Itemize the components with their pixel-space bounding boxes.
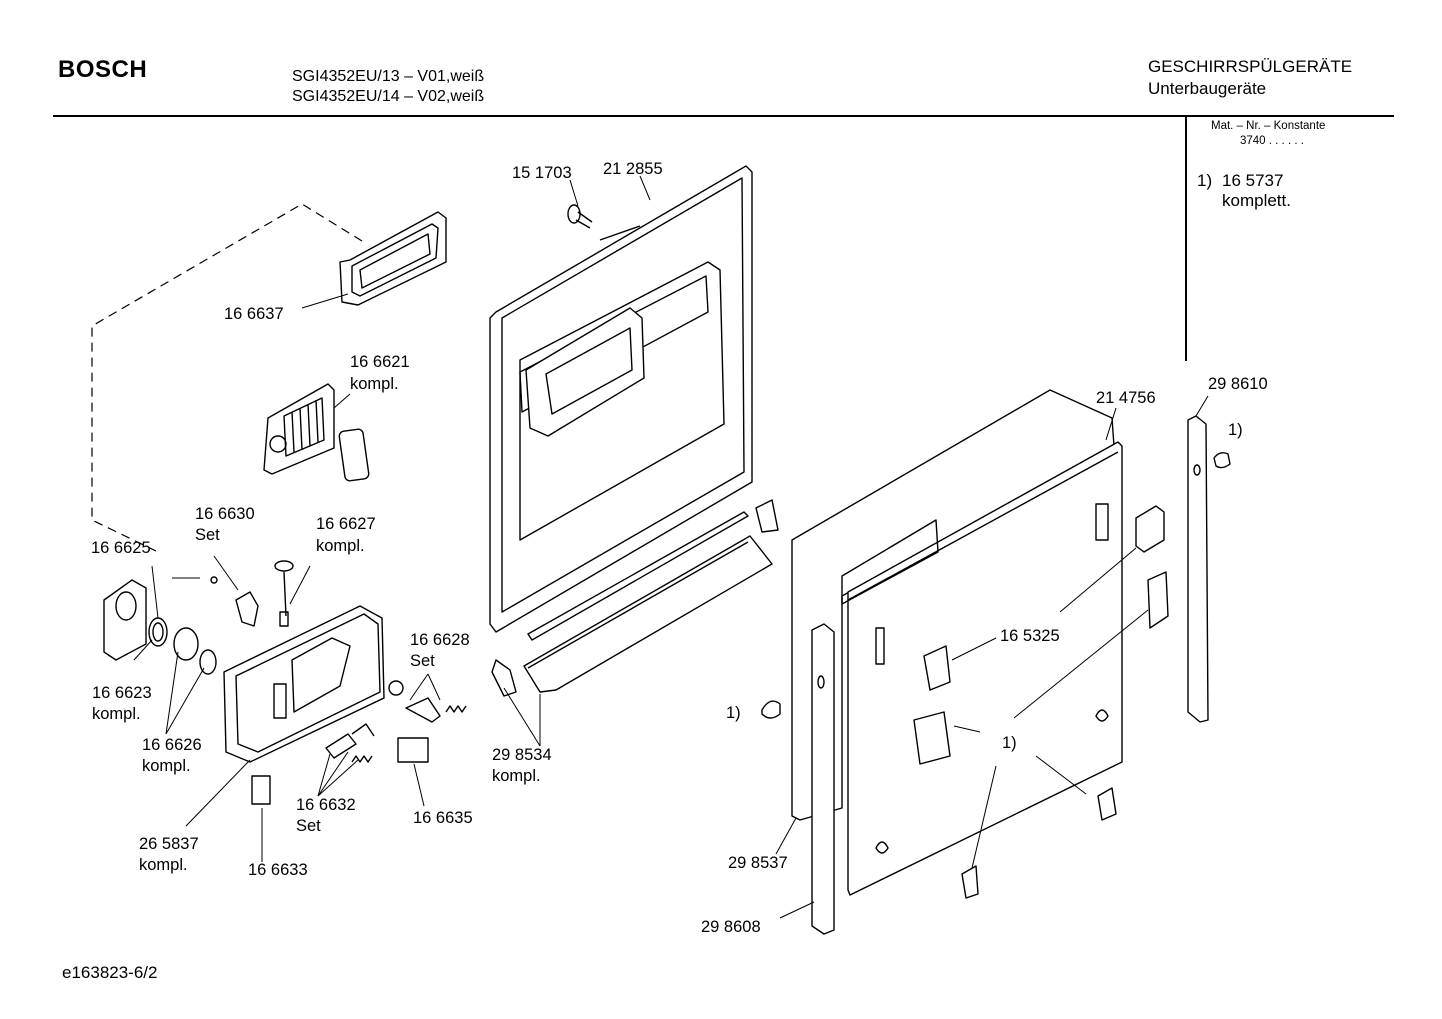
part-label-265837: 26 5837: [139, 835, 199, 853]
category-title: GESCHIRRSPÜLGERÄTE: [1148, 57, 1353, 76]
dashed-guide-line: [91, 203, 363, 552]
ref-marker-grommet: 1): [726, 704, 741, 722]
trim-strip-298534: [491, 499, 779, 697]
control-module-265837: [223, 605, 385, 763]
side-strip-298608: [811, 623, 835, 935]
part-label-166632: 16 6632: [296, 796, 356, 814]
part-label-166625: 16 6625: [91, 539, 151, 557]
part-label-166628: 16 6628: [410, 631, 470, 649]
part-note-166627: kompl.: [316, 537, 365, 555]
small-parts: [210, 560, 467, 805]
bracket-pieces: [761, 505, 1169, 899]
frame-part-166637: [339, 211, 447, 306]
part-note-265837: kompl.: [139, 856, 188, 874]
part-label-298608: 29 8608: [701, 918, 761, 936]
ref-marker-brackets: 1): [1002, 734, 1017, 752]
part-label-166621: 16 6621: [350, 353, 410, 371]
part-label-166630: 16 6630: [195, 505, 255, 523]
part-label-166633: 16 6633: [248, 861, 308, 879]
part-note-298534: kompl.: [492, 767, 541, 785]
part-label-166627: 16 6627: [316, 515, 376, 533]
header-rule: [53, 115, 1394, 117]
mat-nr-value: 3740 . . . . . .: [1240, 135, 1304, 147]
part-label-166626: 16 6626: [142, 736, 202, 754]
part-label-166637: 16 6637: [224, 305, 284, 323]
brand-logo: BOSCH: [58, 56, 148, 83]
part-note-166632: Set: [296, 817, 321, 835]
part-label-165325: 16 5325: [1000, 627, 1060, 645]
outer-door-panel: [791, 389, 1123, 896]
part-note-166626: kompl.: [142, 757, 191, 775]
part-label-298534: 29 8534: [492, 746, 552, 764]
category-subtitle: Unterbaugeräte: [1148, 79, 1267, 98]
legend-divider: [1185, 117, 1187, 361]
side-strip-298610: [1187, 415, 1231, 723]
door-inner-panel: [489, 165, 753, 633]
note-part-number: 16 5737: [1222, 171, 1284, 190]
holder-part-166621: [263, 383, 370, 482]
part-label-166635: 16 6635: [413, 809, 473, 827]
screw-151703: [567, 204, 593, 229]
part-label-151703: 15 1703: [512, 164, 572, 182]
model-line-1: SGI4352EU/13 – V01,weiß: [292, 68, 485, 85]
note-text: komplett.: [1222, 191, 1291, 210]
knob-part-166625: [103, 579, 217, 675]
part-label-166623: 16 6623: [92, 684, 152, 702]
part-label-298537: 29 8537: [728, 854, 788, 872]
model-line-2: SGI4352EU/14 – V02,weiß: [292, 88, 485, 105]
document-id: e163823-6/2: [62, 963, 158, 982]
part-label-298610: 29 8610: [1208, 375, 1268, 393]
ref-marker-298610: 1): [1228, 421, 1243, 439]
leader-lines: [133, 175, 1209, 919]
part-label-212855: 21 2855: [603, 160, 663, 178]
note-marker: 1): [1197, 171, 1213, 190]
part-note-166628: Set: [410, 652, 435, 670]
part-note-166621: kompl.: [350, 375, 399, 393]
part-label-214756: 21 4756: [1096, 389, 1156, 407]
mat-nr-label: Mat. – Nr. – Konstante: [1211, 120, 1326, 132]
part-note-166630: Set: [195, 526, 220, 544]
part-note-166623: kompl.: [92, 705, 141, 723]
